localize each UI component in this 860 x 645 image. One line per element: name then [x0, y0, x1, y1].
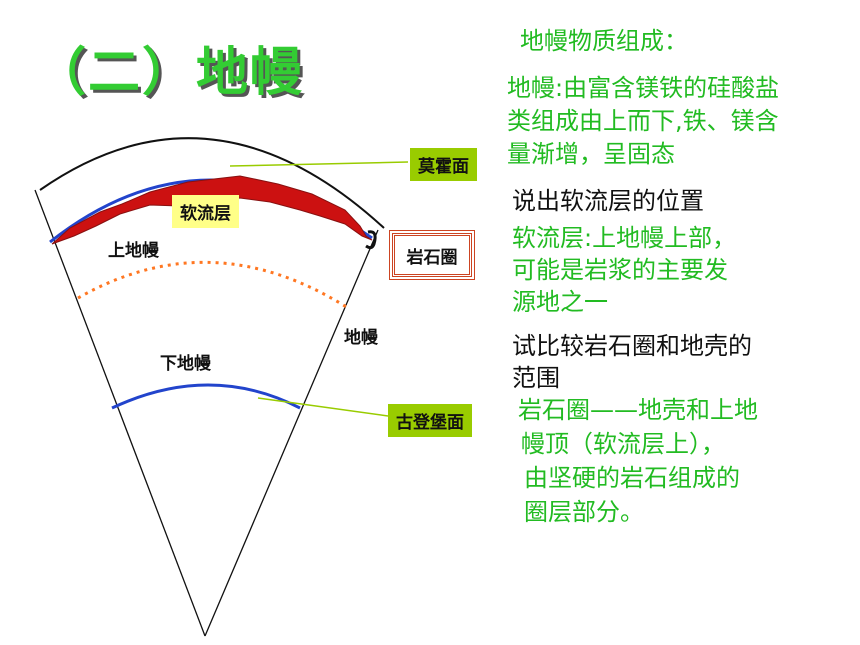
question-lithosphere: 试比较岩石圈和地壳的 范围 — [512, 332, 752, 392]
composition-heading: 地幔物质组成： — [520, 27, 688, 55]
gutenberg-label: 古登堡面 — [388, 404, 472, 437]
upper-mantle-label: 上地幔 — [108, 241, 159, 261]
mantle-label: 地幔 — [344, 328, 378, 348]
moho-label: 莫霍面 — [410, 148, 477, 181]
gutenberg-arc — [111, 383, 301, 410]
answer-lithosphere: 岩石圈——地壳和上地 幔顶（软流层上）， 由坚硬的岩石组成的 圈层部分。 — [518, 396, 758, 526]
asthenosphere-band — [51, 175, 373, 245]
lithosphere-label-box: 岩石圈 — [389, 230, 475, 280]
upper-lower-mantle-boundary — [77, 260, 349, 310]
composition-text: 地幔:由富含镁铁的硅酸盐 类组成由上而下,铁、镁含 量渐增，呈固态 — [507, 74, 780, 168]
gutenberg-pointer — [257, 397, 389, 417]
lower-mantle-label: 下地幔 — [160, 354, 211, 374]
moho-pointer — [229, 161, 409, 167]
page-title: （二）地幔 — [34, 43, 305, 103]
lithosphere-bracket — [365, 230, 377, 250]
asthenosphere-label: 软流层 — [172, 195, 239, 228]
crust-outer-arc — [39, 137, 385, 229]
lithosphere-label: 岩石圈 — [406, 247, 458, 268]
wedge-right-edge — [204, 229, 379, 637]
question-asthenosphere: 说出软流层的位置 — [512, 187, 704, 215]
wedge-left-edge — [34, 189, 206, 637]
answer-asthenosphere: 软流层:上地幔上部， 可能是岩浆的主要发 源地之一 — [512, 224, 737, 316]
